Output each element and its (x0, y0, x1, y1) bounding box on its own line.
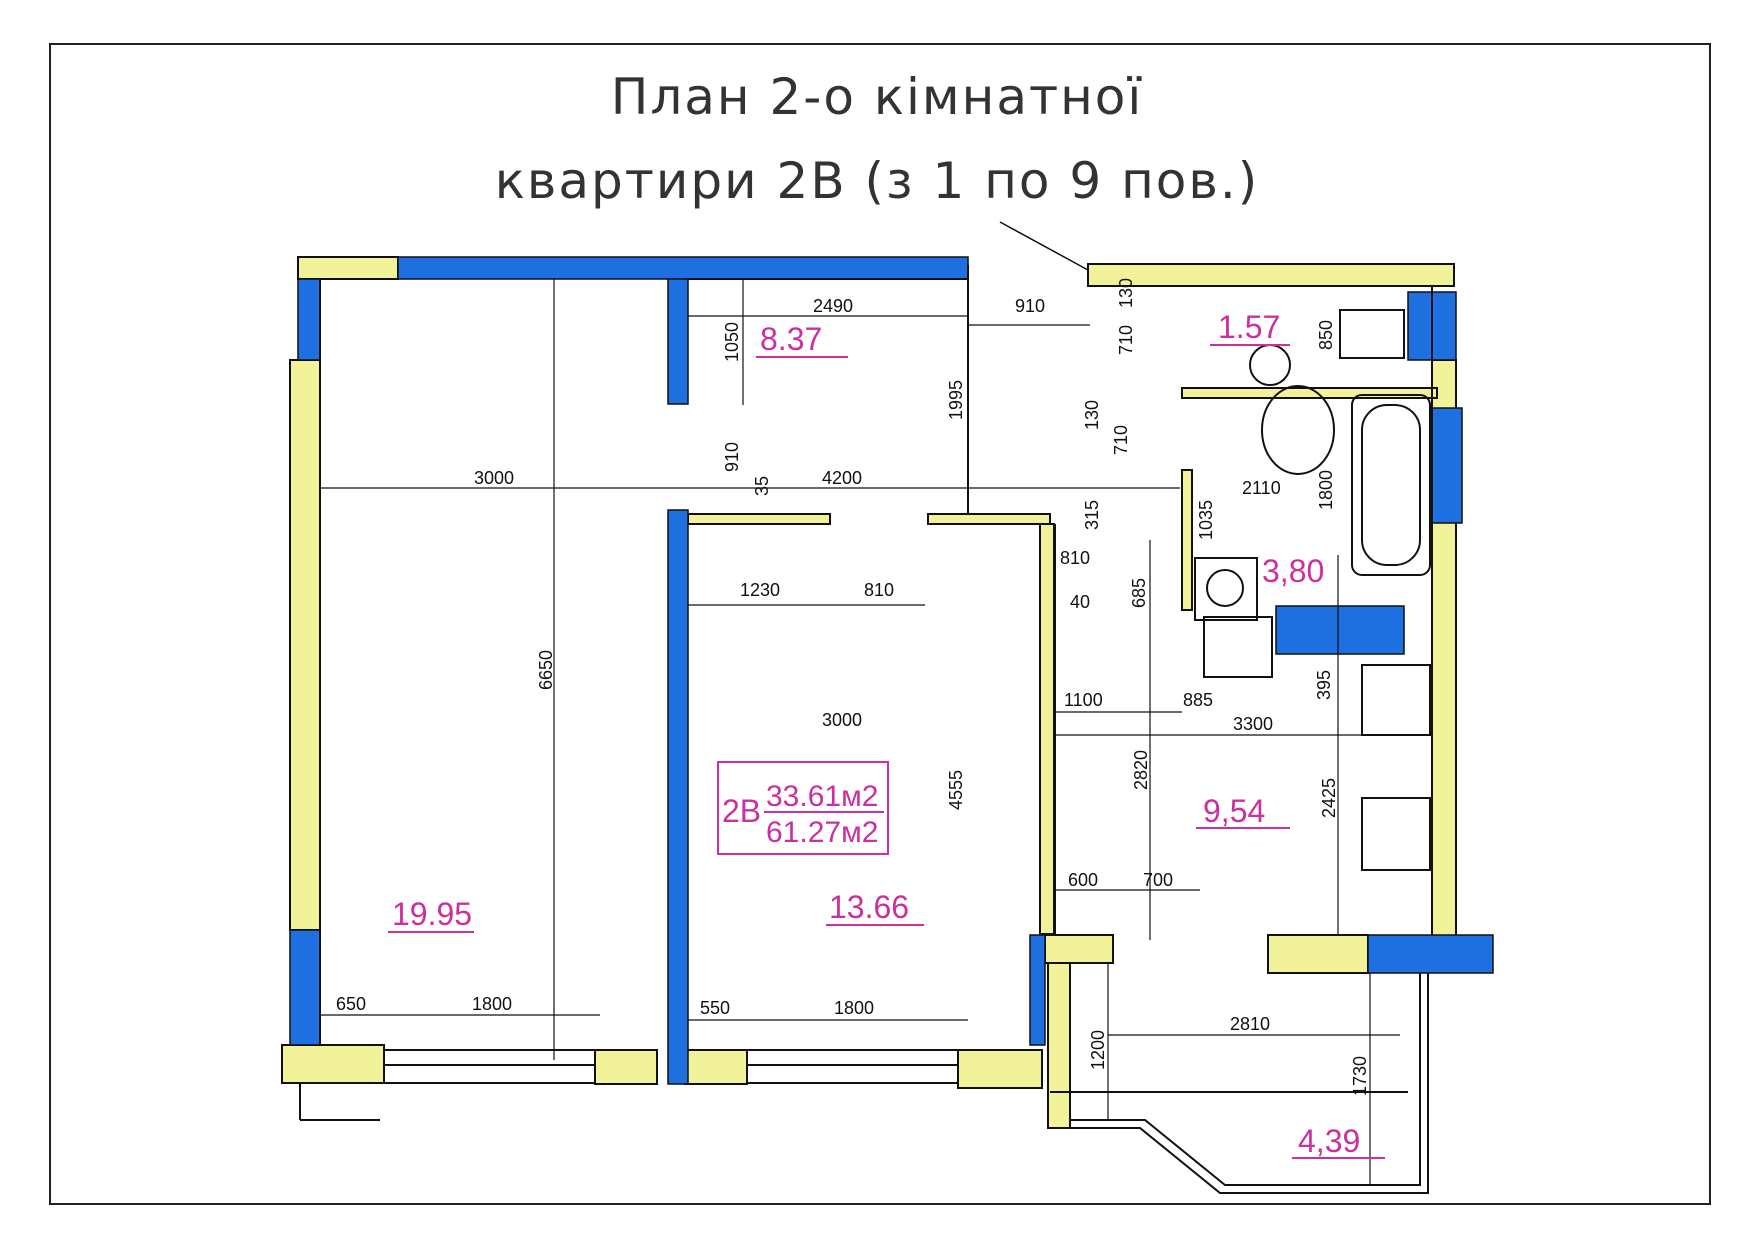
wall-top-left-corner (297, 256, 399, 280)
room-area-bathroom: 3,80 (1262, 553, 1324, 589)
wall-left-blue-top (297, 278, 321, 361)
toilet-bowl (1339, 309, 1405, 359)
dim-label: 3000 (474, 468, 514, 488)
room-area-hall: 8.37 (760, 321, 822, 357)
dim-label: 35 (752, 476, 772, 496)
dim-label: 850 (1316, 320, 1336, 350)
dim-label: 2110 (1242, 478, 1281, 498)
room-area-kitchen: 9,54 (1203, 793, 1265, 829)
wall-top-blue (397, 256, 969, 280)
dim-label: 1800 (1316, 470, 1336, 510)
dim-label: 40 (1070, 592, 1090, 612)
dim-label: 885 (1183, 690, 1213, 710)
dim-label: 315 (1082, 500, 1102, 530)
wall-left-outer (289, 359, 321, 931)
page-border (49, 43, 1711, 1205)
wall-hall-stub (667, 278, 689, 405)
wall-bath-blue (1275, 605, 1405, 655)
wall-bottom-right (957, 1049, 1043, 1089)
title-leader (999, 221, 1089, 271)
wall-top-right (1087, 263, 1455, 287)
dim-label: 910 (722, 442, 742, 472)
wall-loggia-left (1044, 934, 1114, 964)
dimension-labels: 2490 910 130 710 850 1050 1995 130 710 9… (336, 278, 1370, 1096)
plan-title-line-2: квартири 2В (з 1 по 9 пов.) (494, 152, 1260, 210)
room-area-room-2: 13.66 (829, 889, 909, 925)
dim-label: 1800 (472, 994, 512, 1014)
dim-label: 550 (700, 998, 730, 1018)
dim-label: 810 (864, 580, 894, 600)
living-area: 33.61м2 (766, 780, 878, 813)
bearing-walls (289, 256, 1494, 1085)
room-areas: 19.95 13.66 8.37 1.57 3,80 9,54 4,39 (388, 309, 1385, 1159)
wall-loggia-side (1047, 962, 1071, 1129)
dim-label: 1035 (1196, 500, 1216, 540)
dim-label: 1230 (740, 580, 780, 600)
plan-title-line-1: План 2-о кімнатної (610, 68, 1144, 126)
total-area: 61.27м2 (766, 816, 878, 849)
dim-label: 2490 (813, 296, 853, 316)
dim-label: 2810 (1230, 1014, 1270, 1034)
dim-label: 2425 (1319, 778, 1339, 818)
dim-label: 600 (1068, 870, 1098, 890)
stove (1361, 797, 1431, 871)
wall-bottom-mid-2 (684, 1049, 748, 1085)
dim-label: 130 (1082, 400, 1102, 430)
dim-label: 6650 (536, 650, 556, 690)
dim-label: 4200 (822, 468, 862, 488)
wall-hall-left (687, 513, 831, 525)
wall-kitchen-bottom (1267, 934, 1369, 974)
bathtub (1351, 394, 1431, 576)
shaft-fan (1206, 569, 1244, 607)
dim-label: 650 (336, 994, 366, 1014)
wall-bottom-left (281, 1044, 385, 1084)
dim-label: 685 (1129, 578, 1149, 608)
dim-label: 130 (1116, 278, 1136, 308)
dimension-lines (320, 279, 1432, 1185)
dim-label: 710 (1116, 325, 1136, 355)
dim-label: 3000 (822, 710, 862, 730)
dim-label: 710 (1111, 425, 1131, 455)
sink (1361, 664, 1431, 736)
small-basin (1249, 344, 1291, 386)
apartment-code: 2В (722, 793, 761, 829)
dim-label: 810 (1060, 548, 1090, 568)
wall-hall-right (927, 513, 1051, 525)
wall-kitchen-blue-bottom (1367, 934, 1494, 974)
loggia-outline-2 (1070, 973, 1429, 1194)
dim-label: 3300 (1233, 714, 1273, 734)
dim-label: 1995 (946, 380, 966, 420)
wall-center-blue (667, 509, 689, 1085)
dim-label: 700 (1143, 870, 1173, 890)
wall-bottom-mid (594, 1049, 658, 1085)
dim-label: 1800 (834, 998, 874, 1018)
partition-walls (281, 256, 1457, 1129)
wall-loggia-blue (1029, 934, 1046, 1046)
shaft (1194, 557, 1258, 621)
wall-bathroom-top (1181, 387, 1438, 399)
wall-bath-left (1181, 469, 1193, 611)
loggia-outline (1070, 973, 1421, 1186)
wall-kitchen-left (1039, 523, 1055, 935)
wall-left-blue-bottom (289, 929, 321, 1046)
dim-label: 1100 (1064, 690, 1103, 710)
plan-lines (299, 265, 1433, 1194)
summary-box (717, 761, 889, 855)
dim-label: 910 (1015, 296, 1045, 316)
bathtub-inner (1361, 404, 1421, 566)
dim-label: 395 (1314, 670, 1334, 700)
room-area-toilet: 1.57 (1218, 309, 1280, 345)
dim-label: 1050 (722, 322, 742, 362)
apartment-summary: 2В 33.61м2 61.27м2 (717, 761, 889, 855)
dim-label: 1200 (1088, 1030, 1108, 1070)
vent-block (1203, 616, 1273, 678)
dim-label: 1730 (1350, 1056, 1370, 1096)
room-area-room-1: 19.95 (392, 896, 472, 932)
washbasin (1261, 385, 1335, 475)
wall-right-blue-mid (1431, 407, 1463, 524)
room-area-loggia: 4,39 (1298, 1123, 1360, 1159)
dim-label: 4555 (946, 770, 966, 810)
dim-label: 2820 (1131, 750, 1151, 790)
